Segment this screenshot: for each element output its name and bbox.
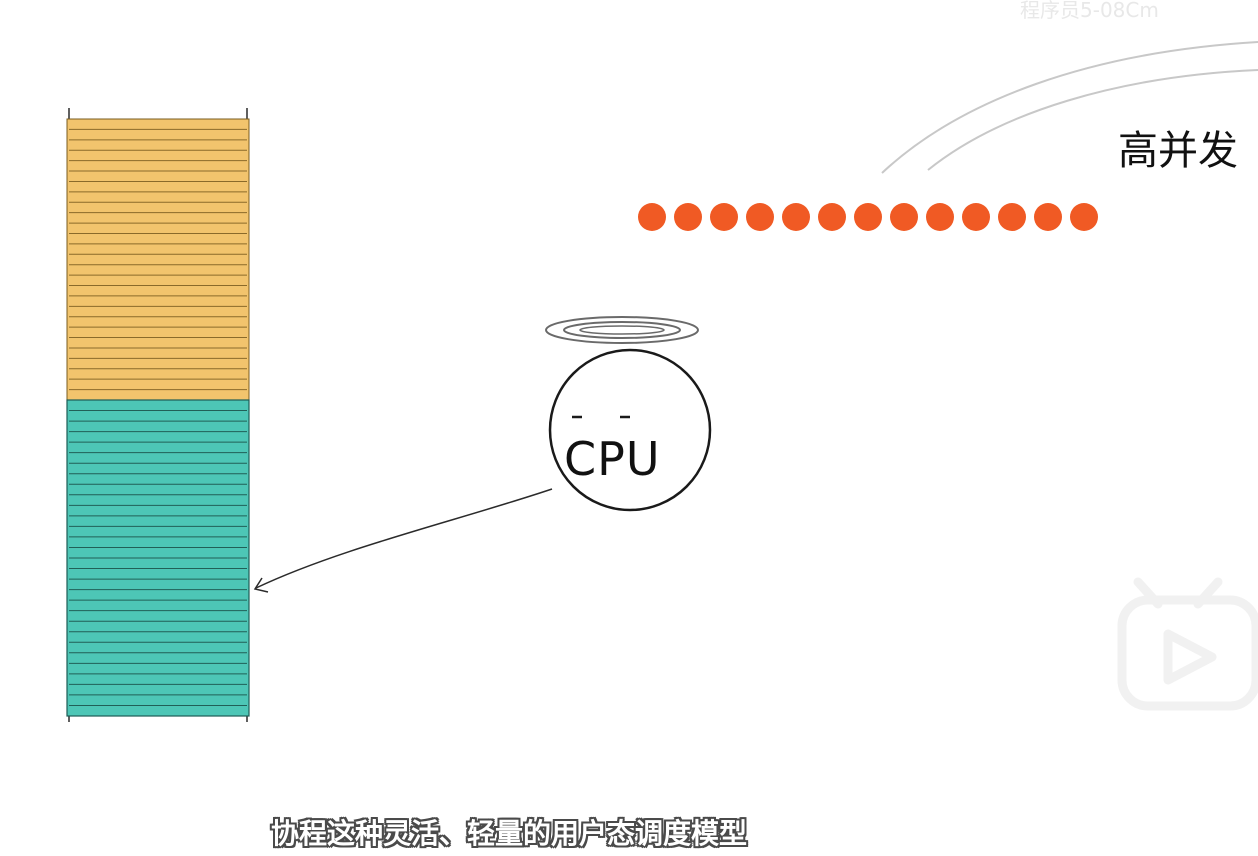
coroutine-dot	[638, 203, 666, 231]
coroutine-dot	[854, 203, 882, 231]
coroutine-dots	[638, 203, 1098, 231]
coroutine-dot	[818, 203, 846, 231]
stack-upper-block	[66, 118, 250, 401]
video-watermark: 程序员5-08Cm	[1020, 0, 1159, 22]
cpu-halo-face-icon	[545, 316, 712, 512]
concurrency-label: 高并发	[1118, 128, 1238, 174]
memory-stack	[66, 108, 250, 722]
halo-ring-inner	[579, 325, 665, 335]
arrow-head	[253, 577, 269, 593]
coroutine-dot	[998, 203, 1026, 231]
cpu-label: CPU	[564, 432, 661, 486]
coroutine-dot	[746, 203, 774, 231]
arc-inner	[927, 69, 1258, 171]
coroutine-dot	[782, 203, 810, 231]
coroutine-dot	[710, 203, 738, 231]
stack-lower-lines	[69, 410, 247, 706]
coroutine-dot	[1034, 203, 1062, 231]
cpu-head	[548, 348, 712, 512]
coroutine-dot	[890, 203, 918, 231]
video-subtitle: 协程这种灵活、轻量的用户态调度模型	[270, 817, 747, 850]
bilibili-play-icon	[1117, 577, 1258, 711]
arc-outer	[881, 41, 1258, 174]
arrow-line	[255, 488, 553, 589]
coroutine-dot	[926, 203, 954, 231]
coroutine-dot	[962, 203, 990, 231]
stack-upper-lines	[69, 128, 247, 391]
halo-ring-middle	[563, 321, 681, 339]
cpu-to-stack-arrow	[253, 488, 553, 593]
halo-ring-outer	[545, 316, 699, 344]
coroutine-dot	[1070, 203, 1098, 231]
motion-arcs	[881, 41, 1258, 174]
coroutine-dot	[674, 203, 702, 231]
